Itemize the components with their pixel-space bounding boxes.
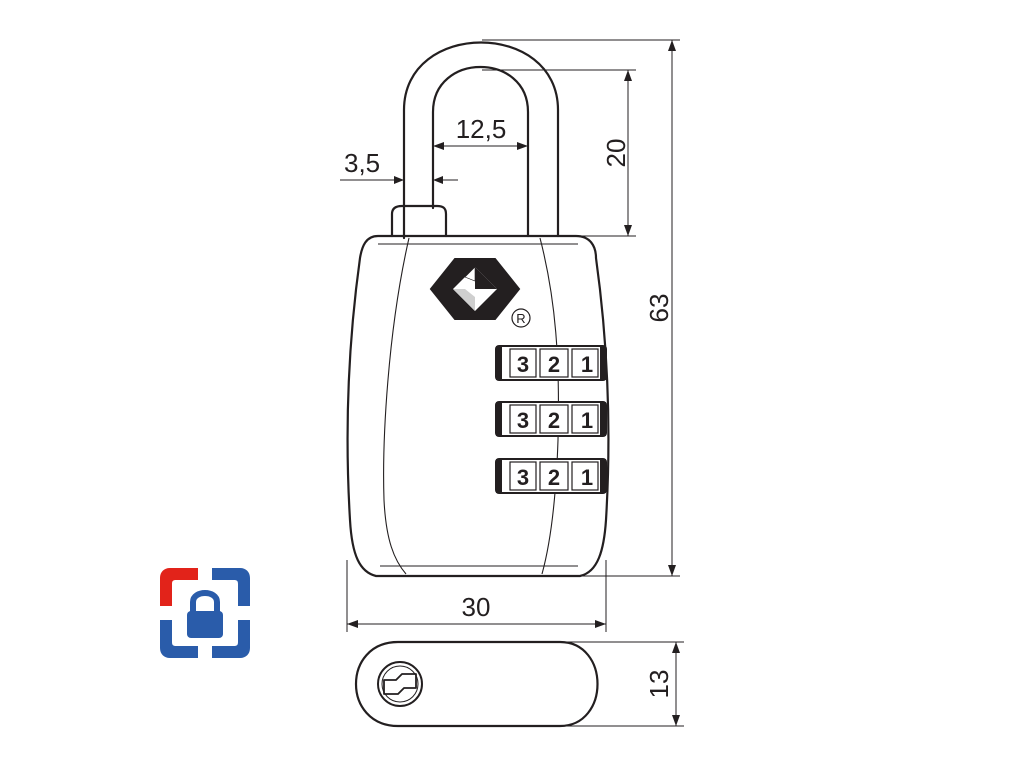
shackle-inner [431, 66, 530, 238]
tsa-keyhole-icon [377, 661, 423, 707]
registered-mark: R [511, 308, 531, 328]
bottom-view-outline [354, 640, 599, 728]
bottom-view [354, 640, 599, 728]
dimension-total-height: 63 [482, 39, 680, 577]
wheel-2-digit-3: 1 [581, 408, 593, 433]
registered-mark-letter: R [516, 311, 525, 326]
dim-label-body-width: 30 [462, 592, 491, 622]
wheel-3-digit-3: 1 [581, 465, 593, 490]
dim-label-total-height: 63 [644, 294, 674, 323]
combination-wheel-3[interactable]: 3 2 1 [495, 458, 607, 494]
wheel-3-digit-2: 2 [548, 465, 560, 490]
wheel-2-digit-1: 3 [517, 408, 529, 433]
wheel-1-digit-3: 1 [581, 352, 593, 377]
dimension-shackle-thickness: 3,5 [340, 148, 458, 205]
padlock-icon [160, 568, 250, 658]
dimension-shackle-inner-width: 12,5 [433, 114, 528, 150]
shackle [390, 41, 560, 240]
wheel-1-digit-1: 3 [517, 352, 529, 377]
wheel-2-digit-2: 2 [548, 408, 560, 433]
shackle-collar [390, 204, 448, 238]
dim-label-shackle-inner-width: 12,5 [456, 114, 507, 144]
dimension-body-width: 30 [346, 560, 607, 632]
combination-wheel-1[interactable]: 3 2 1 [495, 345, 607, 381]
body-front-left-edge [383, 237, 410, 575]
wheel-3-digit-1: 3 [517, 465, 529, 490]
dim-label-body-depth: 13 [644, 670, 674, 699]
shackle-outer [402, 41, 560, 240]
dim-label-shackle-thickness: 3,5 [344, 148, 380, 178]
body-outer [346, 234, 610, 578]
dim-label-shackle-clearance: 20 [601, 139, 631, 168]
combination-wheel-2[interactable]: 3 2 1 [495, 401, 607, 437]
dimension-body-depth: 13 [560, 641, 684, 727]
dimension-shackle-clearance: 20 [482, 69, 636, 237]
wheel-1-digit-2: 2 [548, 352, 560, 377]
tsa-diamond-icon [429, 258, 521, 320]
